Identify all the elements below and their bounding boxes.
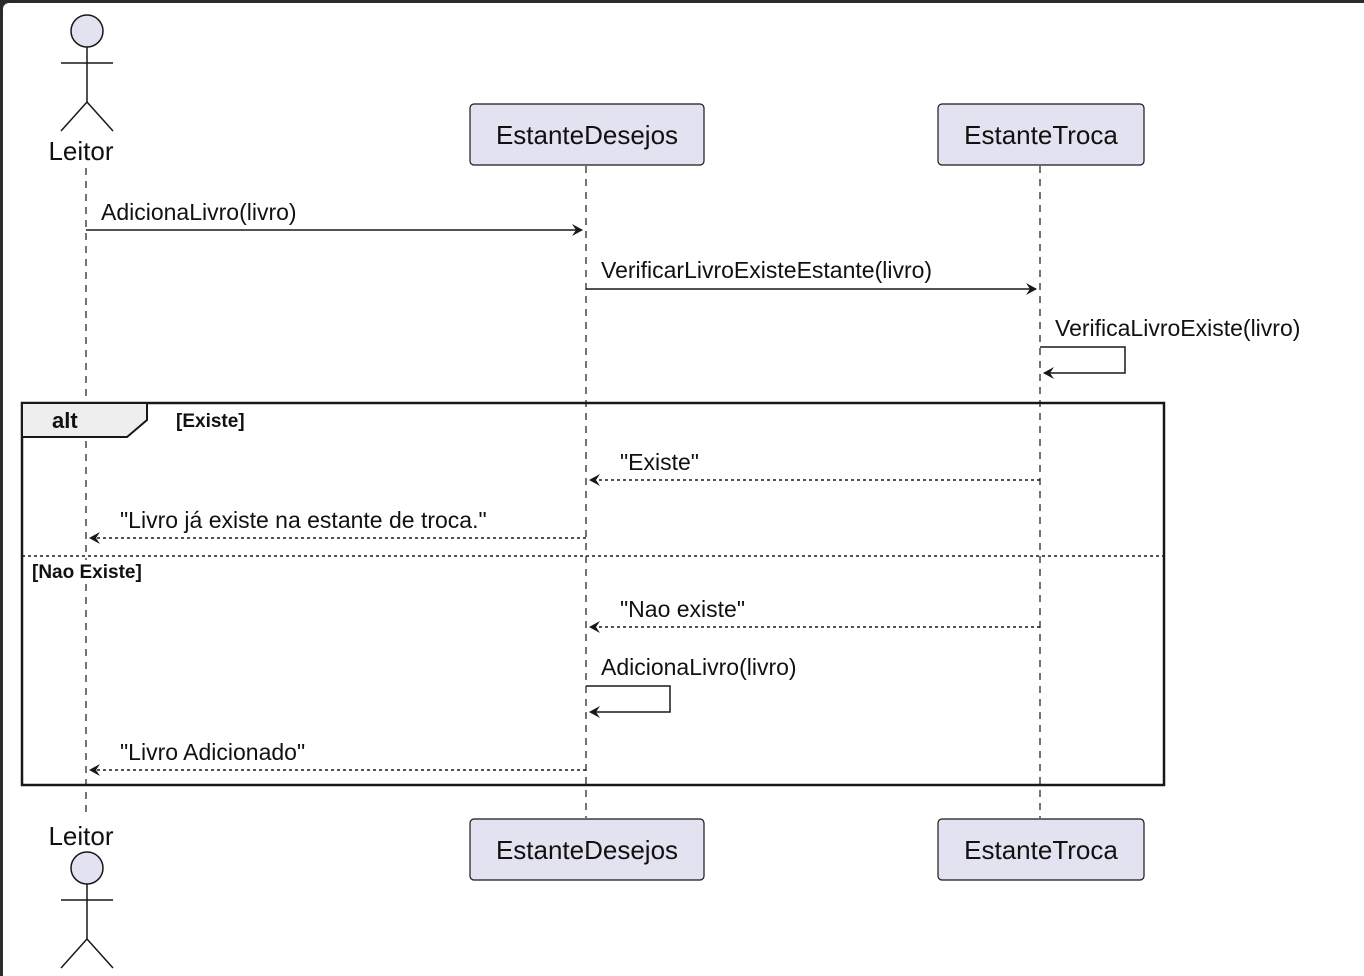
alt-guard-existe: [Existe] — [176, 411, 245, 432]
participant-estante-desejos-bottom: EstanteDesejos — [469, 818, 705, 881]
participant-estante-troca-top-label: EstanteTroca — [964, 120, 1118, 150]
message-label: AdicionaLivro(livro) — [101, 199, 297, 225]
actor-leitor-bottom-label: Leitor — [48, 821, 113, 851]
participant-estante-troca-top: EstanteTroca — [937, 103, 1145, 166]
participant-estante-desejos-top-label: EstanteDesejos — [496, 120, 678, 150]
alt-fragment: alt [Existe] [Nao Existe] — [20, 401, 1166, 787]
message-existe-reply: "Existe" — [589, 449, 1040, 486]
message-label: "Livro Adicionado" — [120, 739, 305, 765]
alt-tab — [21, 402, 148, 438]
alt-guard-nao-existe: [Nao Existe] — [32, 562, 142, 583]
message-label: VerificarLivroExisteEstante(livro) — [601, 257, 932, 283]
actor-head-icon — [70, 851, 104, 885]
message-livro-ja-existe-reply: "Livro já existe na estante de troca." — [89, 507, 586, 544]
actor-leitor-top-label: Leitor — [48, 136, 113, 166]
message-verificar-livro-existe-estante: VerificarLivroExisteEstante(livro) — [586, 257, 1037, 295]
diagram-canvas: Leitor EstanteDesejos EstanteTroca Adici… — [3, 3, 1364, 976]
actor-head-icon — [70, 14, 104, 48]
sequence-diagram: Leitor EstanteDesejos EstanteTroca Adici… — [20, 14, 1300, 969]
message-nao-existe-reply: "Nao existe" — [589, 596, 1040, 633]
participant-estante-troca-bottom-label: EstanteTroca — [964, 835, 1118, 865]
actor-leitor-bottom: Leitor — [48, 821, 114, 969]
message-adiciona-livro-self: AdicionaLivro(livro) — [586, 654, 797, 718]
message-label: "Livro já existe na estante de troca." — [120, 507, 487, 533]
message-label: VerificaLivroExiste(livro) — [1055, 315, 1300, 341]
participant-estante-desejos-top: EstanteDesejos — [469, 103, 705, 166]
message-label: "Nao existe" — [620, 596, 745, 622]
message-verifica-livro-existe-self: VerificaLivroExiste(livro) — [1040, 315, 1300, 379]
message-label: AdicionaLivro(livro) — [601, 654, 797, 680]
actor-leitor-top: Leitor — [48, 14, 114, 166]
message-adiciona-livro-1: AdicionaLivro(livro) — [86, 199, 583, 236]
message-label: "Existe" — [620, 449, 699, 475]
alt-keyword: alt — [52, 408, 78, 433]
message-livro-adicionado-reply: "Livro Adicionado" — [89, 739, 586, 776]
participant-estante-desejos-bottom-label: EstanteDesejos — [496, 835, 678, 865]
participant-estante-troca-bottom: EstanteTroca — [937, 818, 1145, 881]
